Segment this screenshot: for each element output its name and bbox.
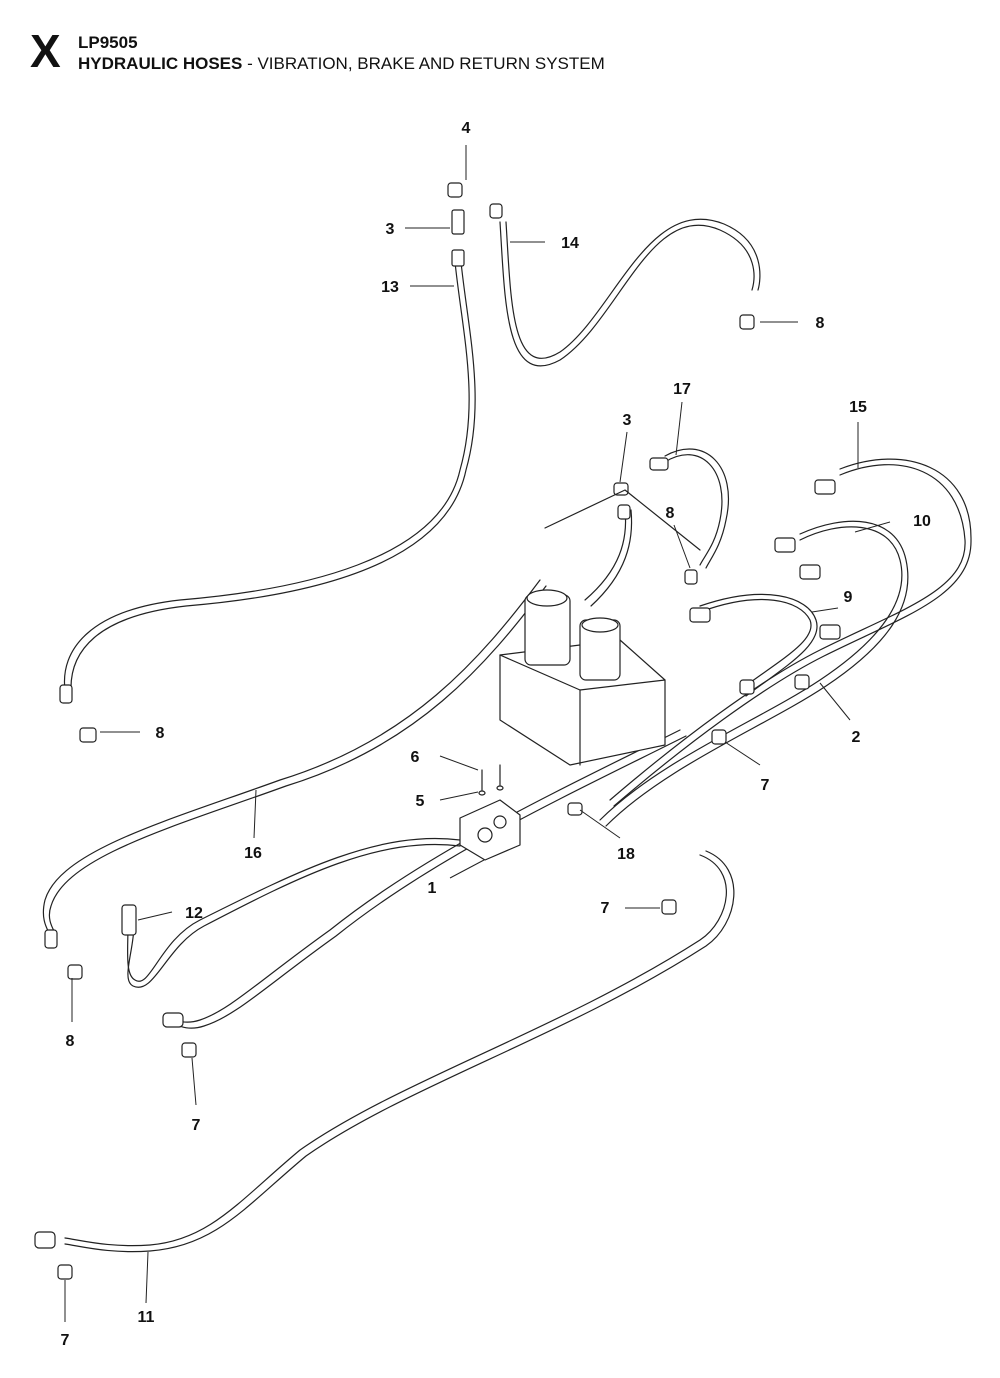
screws [478, 764, 504, 796]
callout-12: 12 [185, 905, 203, 922]
callout-7a: 7 [761, 777, 770, 794]
callout-6: 6 [411, 749, 420, 766]
section-letter: X [30, 25, 61, 77]
hose-lower-left [169, 729, 687, 1029]
callout-8c: 8 [156, 725, 165, 742]
callout-8b: 8 [666, 505, 675, 522]
hose-9 [699, 593, 818, 697]
callout-4: 4 [462, 120, 471, 137]
callouts: 4 3 14 13 8 17 15 3 8 10 9 8 2 6 7 5 16 … [61, 120, 931, 1349]
hose-13-16 [63, 261, 476, 691]
model-number: LP9505 [78, 33, 138, 52]
fittings [34, 182, 841, 1280]
callout-17: 17 [673, 381, 691, 398]
hose-16 [42, 579, 547, 936]
callout-7d: 7 [61, 1332, 70, 1349]
callout-16: 16 [244, 845, 262, 862]
hose-11 [64, 850, 735, 1253]
reference-lines [544, 489, 701, 551]
callout-5: 5 [416, 793, 425, 810]
hose-17 [664, 448, 730, 569]
callout-8a: 8 [816, 315, 825, 332]
hose-3b-down [584, 509, 633, 607]
valve-block [499, 589, 666, 766]
callout-7c: 7 [192, 1117, 201, 1134]
hose-10 [599, 520, 909, 827]
hose-15 [609, 458, 972, 807]
callout-3b: 3 [623, 412, 632, 429]
callout-1: 1 [428, 880, 437, 897]
callout-18: 18 [617, 846, 635, 863]
page-title: HYDRAULIC HOSES - VIBRATION, BRAKE AND R… [78, 54, 605, 74]
callout-15: 15 [849, 399, 867, 416]
title-bold: HYDRAULIC HOSES [78, 54, 243, 73]
leader-lines [64, 145, 891, 1322]
callout-8d: 8 [66, 1033, 75, 1050]
title-rest: - VIBRATION, BRAKE AND RETURN SYSTEM [242, 54, 605, 73]
hose-14 [499, 218, 761, 367]
callout-10: 10 [913, 513, 931, 530]
callout-3a: 3 [386, 221, 395, 238]
hose-12 [126, 837, 461, 988]
callout-14: 14 [561, 235, 579, 252]
callout-13: 13 [381, 279, 399, 296]
callout-11: 11 [138, 1309, 155, 1326]
callout-9: 9 [844, 589, 853, 606]
callout-7b: 7 [601, 900, 610, 917]
callout-2: 2 [852, 729, 861, 746]
port-block [459, 799, 521, 861]
